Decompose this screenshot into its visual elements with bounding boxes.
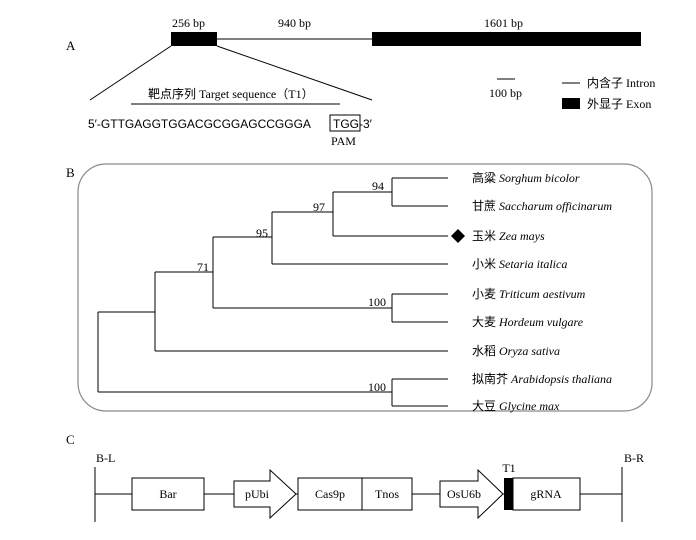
bootstrap-value: 100	[368, 380, 386, 394]
zoom-line-right	[216, 45, 373, 101]
taxon-label: 大麦 Hordeum vulgare	[472, 315, 584, 329]
pubi-promoter-arrow	[233, 468, 297, 520]
bar-gene-label: Bar	[159, 487, 176, 501]
exon-1-length: 256 bp	[172, 16, 205, 30]
taxon-label: 甘蔗 Saccharum officinarum	[472, 199, 612, 213]
grna-label: gRNA	[530, 487, 562, 501]
tree-frame	[77, 163, 653, 412]
panel-c: C B-L B-R Bar pUbi Cas9p Tnos OsU6b T1 g…	[66, 432, 644, 522]
panel-b: B	[66, 163, 653, 413]
taxon-label: 小米 Setaria italica	[472, 257, 567, 271]
osu6b-label: OsU6b	[447, 487, 481, 501]
panel-a-label: A	[66, 38, 76, 53]
bootstrap-value: 100	[368, 295, 386, 309]
bar-gene-box	[131, 477, 205, 511]
exon-2-length: 1601 bp	[484, 16, 523, 30]
legend-intron-label: 内含子 Intron	[587, 75, 655, 90]
taxon-label: 高粱 Sorghum bicolor	[472, 170, 580, 185]
bootstrap-value: 95	[256, 226, 268, 240]
bootstrap-value: 71	[197, 260, 209, 274]
t1-label: T1	[502, 461, 515, 475]
tnos-box	[361, 477, 413, 511]
bootstrap-values: 94 97 95 71 100 100	[197, 179, 386, 394]
zoom-line-left	[89, 45, 172, 101]
taxon-label: 大豆 Glycine max	[472, 399, 560, 413]
panel-b-label: B	[66, 165, 75, 180]
legend-exon-symbol	[562, 98, 580, 109]
diamond-marker-icon	[451, 229, 465, 243]
left-border-label: B-L	[96, 451, 115, 465]
pubi-label: pUbi	[245, 487, 270, 501]
taxon-label: 水稻 Oryza sativa	[472, 344, 560, 358]
taxa-labels: 高粱 Sorghum bicolor 甘蔗 Saccharum officina…	[472, 170, 612, 413]
scale-label: 100 bp	[489, 86, 522, 100]
taxon-label: 小麦 Triticum aestivum	[472, 287, 586, 301]
grna-box	[512, 477, 581, 511]
cas9p-box	[297, 477, 363, 511]
phylogenetic-tree	[97, 177, 448, 407]
taxon-label: 玉米 Zea mays	[472, 229, 545, 243]
legend-exon-label: 外显子 Exon	[587, 97, 651, 111]
cas9p-label: Cas9p	[315, 487, 345, 501]
taxon-label: 拟南芥 Arabidopsis thaliana	[472, 371, 612, 386]
target-sequence-title: 靶点序列 Target sequence（T1）	[148, 86, 314, 101]
t1-target-block	[504, 478, 513, 510]
exon-2	[372, 32, 641, 46]
osu6b-promoter-arrow	[439, 468, 504, 520]
panel-a: A 256 bp 940 bp 1601 bp 靶点序列 Target sequ…	[66, 16, 655, 148]
sequence-end: -3′	[359, 117, 373, 131]
right-border-label: B-R	[624, 451, 644, 465]
intron-length: 940 bp	[278, 16, 311, 30]
bootstrap-value: 97	[313, 200, 325, 214]
sequence-main: 5′-GTTGAGGTGGACGCGGAGCCGGGA	[88, 117, 311, 131]
tnos-label: Tnos	[375, 487, 399, 501]
pam-sequence: TGG	[333, 117, 359, 131]
bootstrap-value: 94	[372, 179, 384, 193]
panel-c-label: C	[66, 432, 75, 447]
pam-box	[329, 114, 361, 132]
pam-label: PAM	[331, 134, 356, 148]
exon-1	[171, 32, 217, 46]
